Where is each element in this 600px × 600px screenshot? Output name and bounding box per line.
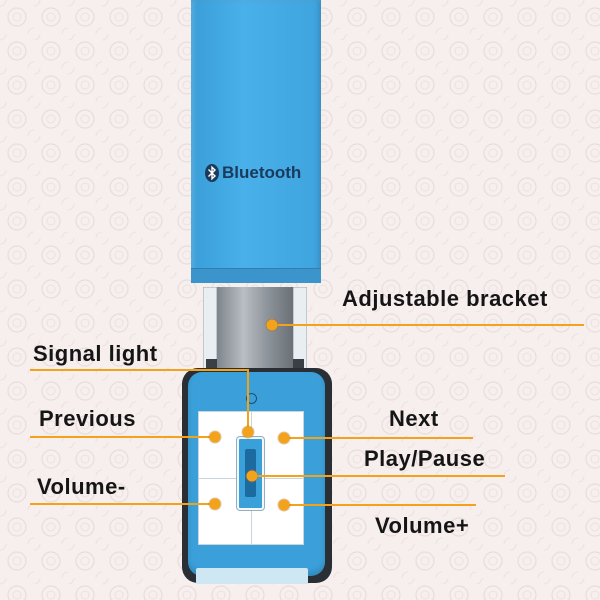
play-pause-button-dot[interactable] [246,470,258,482]
label-play-pause: Play/Pause [364,446,486,471]
previous-button-dot[interactable] [209,431,221,443]
ear-cup-base [196,568,308,584]
headband-lip [191,268,321,283]
headband [191,0,321,282]
volume-up-button-dot[interactable] [278,499,290,511]
label-adjustable-bracket: Adjustable bracket [342,286,548,311]
label-previous: Previous [39,406,136,431]
label-volume-plus: Volume+ [375,513,470,538]
registered-icon [246,393,257,404]
label-next: Next [389,406,439,431]
play-pause-switch[interactable] [237,437,264,510]
adjustable-bracket [203,287,307,377]
volume-down-button-dot[interactable] [209,498,221,510]
label-signal-light: Signal light [33,341,158,366]
callout-dot-bracket [266,319,278,331]
callout-dot-signal-light [242,426,254,438]
next-button-dot[interactable] [278,432,290,444]
bluetooth-text: Bluetooth [222,163,302,182]
bluetooth-brand: Bluetooth [204,160,314,186]
label-volume-minus: Volume- [37,474,126,499]
bluetooth-icon [205,164,219,182]
